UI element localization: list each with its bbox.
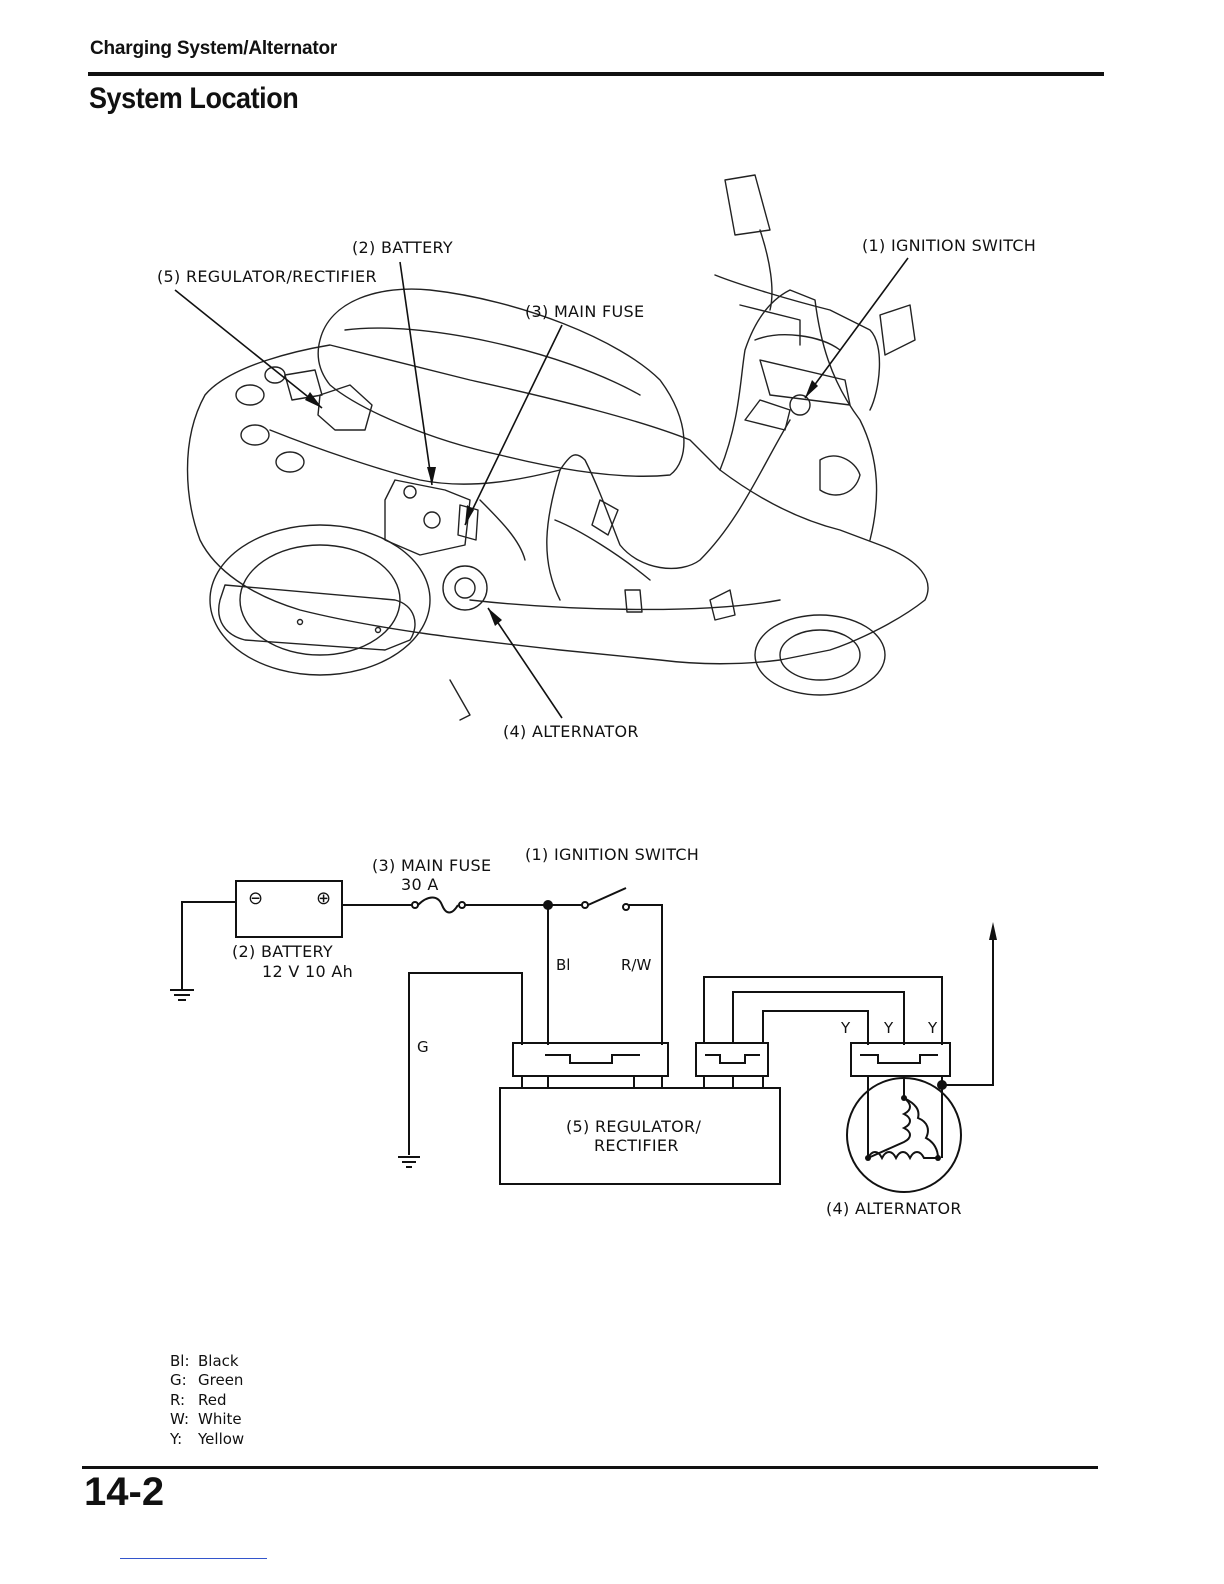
schematic-battery-label: (2) BATTERY xyxy=(232,942,333,961)
schematic-battery-rating: 12 V 10 Ah xyxy=(262,962,353,981)
wire-label-bl: Bl xyxy=(556,956,570,974)
legend-row: R:Red xyxy=(170,1391,244,1410)
schematic-regulator-line2: RECTIFIER xyxy=(594,1136,679,1155)
wire-label-rw: R/W xyxy=(621,956,651,974)
wire-label-y3: Y xyxy=(928,1019,937,1037)
alternator-connector xyxy=(851,1043,950,1076)
schematic-regulator-line1: (5) REGULATOR/ xyxy=(566,1117,701,1136)
schematic-ignition-label: (1) IGNITION SWITCH xyxy=(525,845,699,864)
wire-label-y2: Y xyxy=(884,1019,893,1037)
footer-rule xyxy=(82,1466,1098,1469)
color-legend: Bl:Black G:Green R:Red W:White Y:Yellow xyxy=(170,1352,244,1449)
battery-minus-symbol: ⊖ xyxy=(248,888,263,909)
schematic-fuse-rating: 30 A xyxy=(401,875,439,894)
schematic-main-fuse-label: (3) MAIN FUSE xyxy=(372,856,491,875)
legend-row: W:White xyxy=(170,1410,244,1429)
page-number: 14-2 xyxy=(84,1470,164,1515)
wire-label-y1: Y xyxy=(841,1019,850,1037)
wire-label-g: G xyxy=(417,1038,429,1056)
legend-row: Y:Yellow xyxy=(170,1430,244,1449)
legend-row: G:Green xyxy=(170,1371,244,1390)
schematic-alternator-label: (4) ALTERNATOR xyxy=(826,1199,962,1218)
y-connector xyxy=(696,1043,768,1076)
regulator-connector xyxy=(513,1043,668,1076)
legend-row: Bl:Black xyxy=(170,1352,244,1371)
footer-link-underline xyxy=(120,1558,267,1559)
battery-plus-symbol: ⊕ xyxy=(316,888,331,909)
